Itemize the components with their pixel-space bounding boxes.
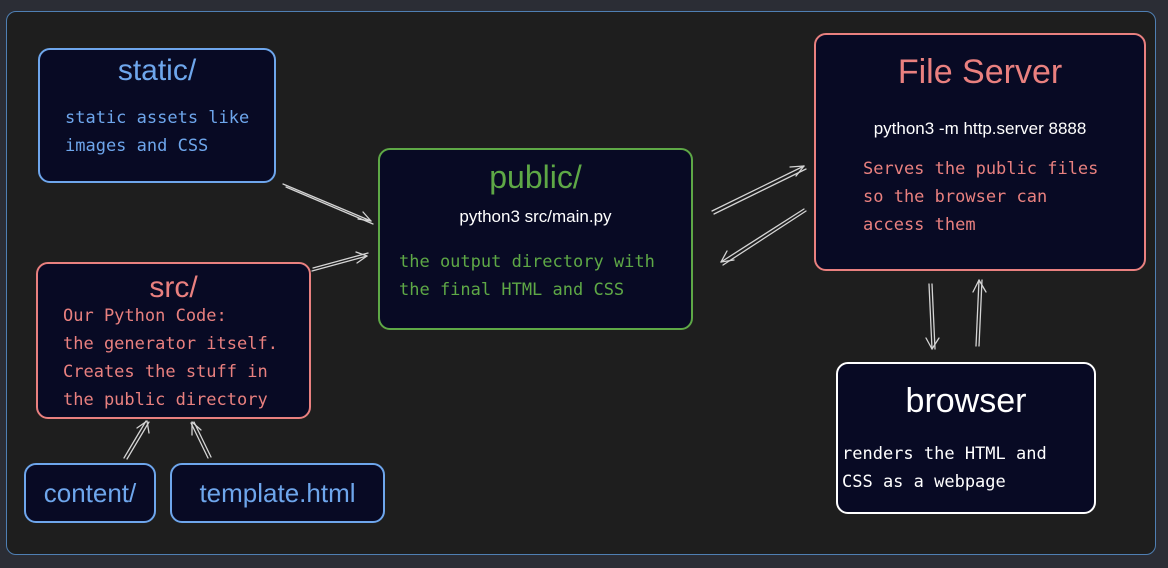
src-box-description: Our Python Code: the generator itself. C… — [63, 306, 278, 410]
arrow-content-to-src — [123, 420, 150, 460]
arrow-server-to-public — [720, 208, 807, 266]
public-box-command: python3 src/main.py — [459, 207, 612, 226]
public-box-title: public/ — [489, 159, 582, 195]
template-box-title: template.html — [199, 478, 356, 508]
template-file-box: template.html — [170, 463, 385, 523]
content-directory-box: content/ — [24, 463, 156, 523]
static-box-description: static assets like images and CSS — [65, 108, 250, 156]
browser-box: browser renders the HTML and CSS as a we… — [836, 362, 1096, 514]
public-box-description: the output directory with the final HTML… — [399, 252, 655, 300]
src-box-title: src/ — [149, 271, 198, 304]
server-box-description: Serves the public files so the browser c… — [863, 159, 1099, 235]
content-box-title: content/ — [43, 478, 137, 508]
static-box-title: static/ — [117, 54, 197, 87]
arrow-browser-to-server — [972, 279, 987, 347]
file-server-box: File Server python3 -m http.server 8888 … — [814, 33, 1146, 271]
arrow-static-to-public — [282, 183, 374, 225]
static-directory-box: static/ static assets like images and CS… — [38, 48, 276, 183]
public-directory-box: public/ python3 src/main.py the output d… — [378, 148, 693, 330]
server-box-title: File Server — [897, 53, 1063, 91]
arrow-public-to-server — [711, 165, 807, 215]
arrow-server-to-browser — [925, 283, 940, 350]
server-box-command: python3 -m http.server 8888 — [873, 119, 1087, 138]
arrow-src-to-public — [311, 251, 369, 272]
src-directory-box: src/ Our Python Code: the generator itse… — [36, 262, 311, 419]
browser-box-title: browser — [905, 382, 1027, 420]
arrow-template-to-src — [190, 421, 212, 459]
browser-box-description: renders the HTML and CSS as a webpage — [842, 444, 1047, 492]
